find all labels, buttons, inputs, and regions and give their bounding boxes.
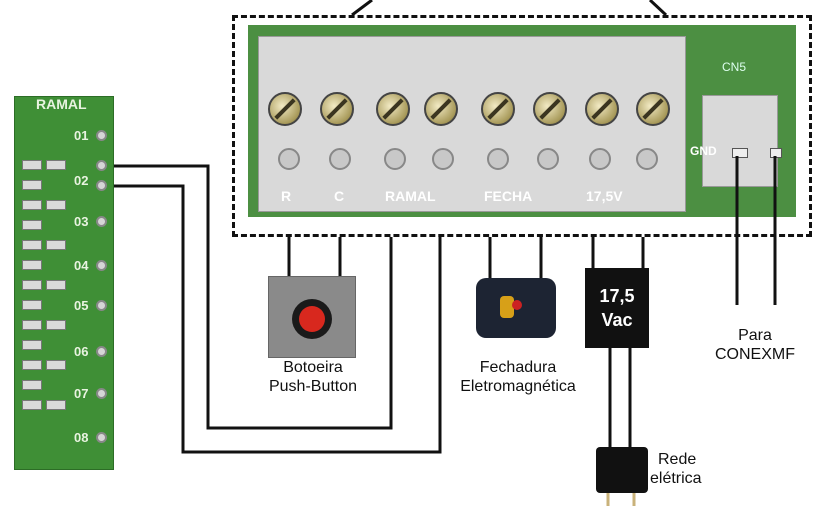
terminal-label-power: 17,5V <box>586 188 623 204</box>
ramal-port-label: 06 <box>74 344 89 359</box>
wire-ramal-a <box>104 164 393 430</box>
screw-icon <box>533 92 567 126</box>
smd-component-icon <box>22 280 42 290</box>
screw-icon <box>481 92 515 126</box>
push-button-caption-line1: Botoeira <box>283 359 343 376</box>
solder-pad-icon <box>96 346 107 357</box>
power-supply-voltage: 17,5 <box>599 286 635 306</box>
smd-component-icon <box>46 240 66 250</box>
solder-pad-icon <box>96 432 107 443</box>
power-supply-unit: Vac <box>601 310 633 330</box>
smd-component-icon <box>22 220 42 230</box>
screw-icon <box>320 92 354 126</box>
conexmf-caption-line2: CONEXMF <box>715 346 795 363</box>
solder-pad-icon <box>96 130 107 141</box>
wire-entry <box>384 148 406 170</box>
conexmf-caption-line1: Para <box>738 327 772 344</box>
mains-plug-icon <box>596 447 648 493</box>
smd-component-icon <box>22 400 42 410</box>
ramal-port-label: 03 <box>74 214 89 229</box>
smd-component-icon <box>22 300 42 310</box>
smd-component-icon <box>22 160 42 170</box>
wire-entry <box>537 148 559 170</box>
smd-component-icon <box>22 380 42 390</box>
ramal-board-title: RAMAL <box>36 96 87 112</box>
controller-dashed-outline <box>232 15 812 237</box>
terminal-label-ramal: RAMAL <box>385 188 436 204</box>
smd-component-icon <box>22 320 42 330</box>
power-supply-box: 17,5 Vac <box>585 268 649 348</box>
lock-key-icon <box>500 296 514 318</box>
arrow-stub-left <box>351 0 373 17</box>
solder-pad-icon <box>96 216 107 227</box>
smd-component-icon <box>22 180 42 190</box>
ramal-port-label: 05 <box>74 298 89 313</box>
connector-gnd-label: GND <box>690 144 717 158</box>
solder-pad-icon <box>96 160 107 171</box>
smd-component-icon <box>46 400 66 410</box>
mains-caption: Rede elétrica <box>650 450 740 488</box>
push-button-caption: Botoeira Push-Button <box>248 358 378 396</box>
wire-entry <box>589 148 611 170</box>
solder-pad-icon <box>96 300 107 311</box>
wire-ramal-b <box>104 184 442 454</box>
push-button-caption-line2: Push-Button <box>268 378 358 395</box>
smd-component-icon <box>46 160 66 170</box>
solder-pad-icon <box>96 388 107 399</box>
arrow-stub-right <box>648 0 668 17</box>
mains-caption-line2: elétrica <box>650 470 702 487</box>
smd-component-icon <box>46 360 66 370</box>
connector-silk-label: CN5 <box>722 60 747 74</box>
terminal-label-fecha: FECHA <box>484 188 533 204</box>
smd-component-icon <box>46 200 66 210</box>
wire-entry <box>636 148 658 170</box>
mains-caption-line1: Rede <box>658 451 697 468</box>
push-button-red-icon <box>299 306 325 332</box>
screw-icon <box>424 92 458 126</box>
solder-pad-icon <box>96 260 107 271</box>
smd-component-icon <box>22 260 42 270</box>
pin-icon <box>732 148 748 158</box>
lock-caption-line2: Eletromagnética <box>460 378 576 395</box>
lock-caption: Fechadura Eletromagnética <box>448 358 588 396</box>
ramal-port-label: 02 <box>74 173 89 188</box>
smd-component-icon <box>46 320 66 330</box>
terminal-label-c: C <box>334 188 345 204</box>
ramal-port-label: 04 <box>74 258 89 273</box>
ramal-port-label: 07 <box>74 386 89 401</box>
lock-indicator-icon <box>512 300 522 310</box>
smd-component-icon <box>46 280 66 290</box>
lock-caption-line1: Fechadura <box>479 359 557 376</box>
wire-entry <box>278 148 300 170</box>
conexmf-caption: Para CONEXMF <box>700 326 810 364</box>
smd-component-icon <box>22 240 42 250</box>
solder-pad-icon <box>96 180 107 191</box>
smd-component-icon <box>22 340 42 350</box>
screw-icon <box>376 92 410 126</box>
terminal-label-r: R <box>281 188 292 204</box>
ramal-port-label: 08 <box>74 430 89 445</box>
ramal-port-label: 01 <box>74 128 89 143</box>
wire-entry <box>487 148 509 170</box>
wire-entry <box>432 148 454 170</box>
smd-component-icon <box>22 200 42 210</box>
wire-entry <box>329 148 351 170</box>
screw-icon <box>636 92 670 126</box>
screw-icon <box>585 92 619 126</box>
connector-header <box>702 95 778 187</box>
smd-component-icon <box>22 360 42 370</box>
screw-icon <box>268 92 302 126</box>
